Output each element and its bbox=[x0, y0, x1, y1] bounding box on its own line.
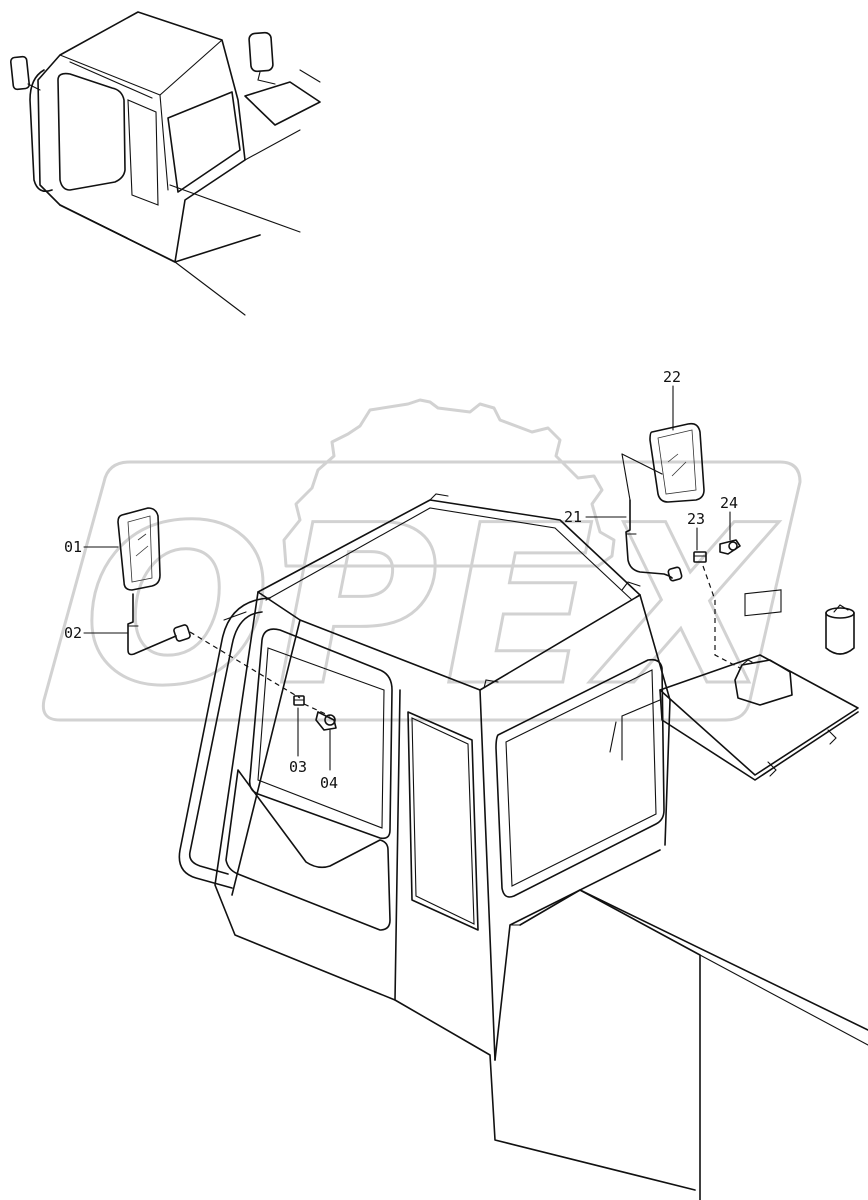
cab-right-body bbox=[519, 889, 701, 1200]
canister-icon bbox=[825, 604, 855, 655]
part-22-mirror-icon bbox=[649, 422, 705, 503]
cab-handrail bbox=[178, 597, 271, 889]
callout-03: 03 bbox=[289, 758, 307, 776]
cab-side-window bbox=[407, 711, 479, 931]
platform-plate bbox=[659, 654, 859, 776]
inset-mirror-left bbox=[9, 55, 31, 91]
inset-door-window bbox=[57, 72, 126, 191]
platform-assembly bbox=[621, 589, 859, 781]
main-cab bbox=[178, 493, 868, 1200]
callout-04: 04 bbox=[320, 774, 338, 792]
watermark-gear bbox=[282, 398, 616, 568]
platform-box-window bbox=[744, 589, 782, 617]
inset-mirror-right bbox=[248, 31, 274, 73]
part-21-bracket-icon bbox=[625, 499, 683, 582]
platform-box bbox=[734, 659, 793, 706]
callout-22: 22 bbox=[663, 368, 681, 386]
callout-leaders bbox=[83, 385, 731, 771]
callout-01: 01 bbox=[64, 538, 82, 556]
callout-21: 21 bbox=[564, 508, 582, 526]
part-04-bolt-icon bbox=[315, 711, 337, 731]
part-23-nut-icon bbox=[693, 551, 707, 563]
watermark-text: OPEX bbox=[84, 478, 780, 734]
part-03-nut-icon bbox=[293, 695, 305, 706]
watermark: OPEX bbox=[41, 398, 802, 736]
callout-23: 23 bbox=[687, 510, 705, 528]
cab-door-lower-panel bbox=[225, 769, 391, 931]
callout-24: 24 bbox=[720, 494, 738, 512]
callout-labels: 01 02 03 04 21 22 23 24 bbox=[64, 368, 738, 792]
watermark-badge bbox=[41, 460, 802, 722]
part-24-bolt-icon bbox=[719, 539, 741, 555]
inset-base bbox=[59, 204, 261, 263]
inset-platform bbox=[244, 81, 321, 126]
callout-02: 02 bbox=[64, 624, 82, 642]
inset-cab-outline bbox=[37, 11, 246, 263]
right-mirror-assembly bbox=[621, 422, 741, 669]
part-01-mirror-icon bbox=[117, 507, 161, 591]
inset-overview bbox=[9, 11, 321, 316]
cab-body bbox=[214, 591, 696, 1191]
cab-windshield bbox=[495, 658, 665, 898]
inset-handrail bbox=[29, 69, 53, 193]
